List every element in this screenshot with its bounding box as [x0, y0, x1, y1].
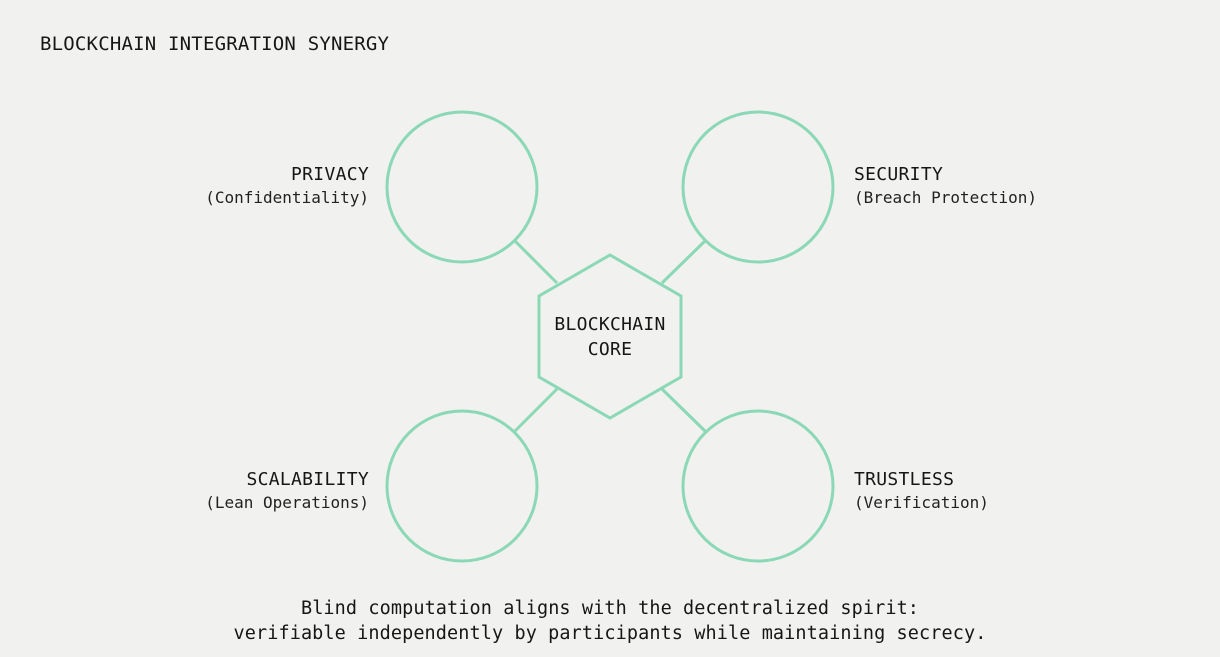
security-node-circle: [681, 110, 835, 264]
caption: Blind computation aligns with the decent…: [0, 596, 1220, 646]
connector-scalability: [512, 387, 559, 434]
privacy-node-circle: [385, 110, 539, 264]
core-label-line1: BLOCKCHAIN: [554, 314, 666, 335]
privacy-name: PRIVACY: [291, 164, 369, 185]
connector-security: [660, 238, 708, 285]
core-hexagon: [537, 253, 683, 420]
caption-line1: Blind computation aligns with the decent…: [300, 598, 920, 619]
privacy-subtitle: (Confidentiality): [205, 188, 369, 207]
security-name: SECURITY: [854, 164, 944, 185]
connector-privacy: [512, 238, 559, 285]
core-label-line2: CORE: [587, 339, 633, 360]
scalability-name: SCALABILITY: [246, 469, 369, 490]
trustless-name: TRUSTLESS: [854, 469, 955, 490]
trustless-subtitle: (Verification): [854, 493, 989, 512]
connector-trustless: [660, 387, 708, 434]
security-subtitle: (Breach Protection): [854, 188, 1038, 207]
core-label: BLOCKCHAIN CORE: [530, 312, 690, 362]
scalability-subtitle: (Lean Operations): [205, 493, 369, 512]
trustless-node-circle: [681, 409, 835, 563]
trustless-label: TRUSTLESS (Verification): [854, 468, 989, 514]
caption-line2: verifiable independently by participants…: [233, 623, 987, 644]
scalability-label: SCALABILITY (Lean Operations): [205, 468, 369, 514]
security-label: SECURITY (Breach Protection): [854, 163, 1037, 209]
privacy-label: PRIVACY (Confidentiality): [205, 163, 369, 209]
scalability-node-circle: [385, 409, 539, 563]
diagram-title: BLOCKCHAIN INTEGRATION SYNERGY: [40, 33, 390, 55]
